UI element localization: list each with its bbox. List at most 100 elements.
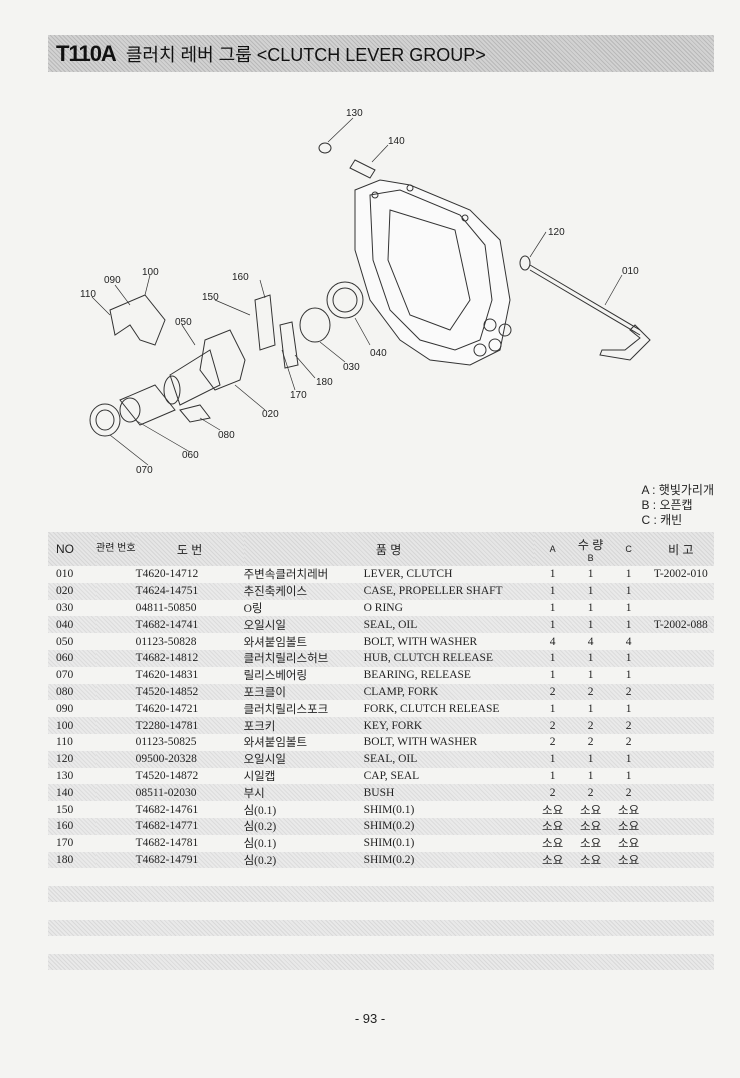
cell-a: 1	[533, 750, 572, 768]
cell-kr: 클러치릴리스허브	[243, 649, 364, 667]
cell-a: 소요	[533, 817, 572, 835]
callout-030: 030	[343, 362, 360, 373]
cell-kr: O링	[243, 602, 263, 615]
cell-part: T4682-14761	[135, 803, 199, 816]
cell-ref	[96, 750, 136, 768]
blank-row	[48, 920, 714, 936]
group-title: 클러치 레버 그룹 <CLUTCH LEVER GROUP>	[125, 44, 486, 65]
cell-kr: 포크클이	[243, 683, 364, 701]
cell-ref	[96, 734, 136, 751]
clutch-housing-drawing	[354, 179, 512, 366]
cell-ref	[96, 851, 136, 869]
title-bar: T110A 클러치 레버 그룹 <CLUTCH LEVER GROUP>	[48, 35, 714, 72]
cell-c: 1	[609, 750, 648, 768]
page-number: - 93 -	[354, 1011, 386, 1026]
cell-kr: 와셔붙임볼트	[243, 636, 308, 649]
cell-rem	[647, 683, 714, 701]
cell-part: T4620-14712	[135, 568, 199, 581]
cell-a: 2	[533, 784, 572, 802]
cell-b: 1	[587, 568, 594, 581]
cell-a: 1	[549, 669, 556, 682]
cell-ref	[96, 649, 136, 667]
cell-kr: 부시	[243, 784, 364, 802]
cell-ref	[96, 784, 136, 802]
cell-a: 소요	[542, 838, 564, 851]
cell-c: 1	[609, 582, 648, 600]
cell-rem: T-2002-088	[647, 616, 714, 634]
cell-a: 1	[549, 769, 556, 782]
cell-en: O RING	[363, 601, 403, 614]
cell-c: 소요	[618, 838, 640, 851]
cell-part: 08511-02030	[135, 784, 244, 802]
cell-part: T4520-14872	[135, 769, 199, 782]
cell-en: SEAL, OIL	[363, 616, 534, 634]
cell-rem	[647, 649, 714, 667]
cell-c: 1	[625, 702, 632, 715]
cell-rem: T-2002-010	[653, 568, 708, 581]
cell-ref	[96, 566, 136, 583]
cell-ref	[96, 835, 136, 852]
cell-en: SEAL, OIL	[363, 750, 534, 768]
header-part-name: 품 명	[243, 532, 534, 566]
cell-part: 01123-50825	[135, 736, 197, 749]
cell-a: 1	[533, 582, 572, 600]
cell-rem	[647, 582, 714, 600]
cell-b: 4	[587, 635, 594, 648]
cell-a: 소요	[542, 804, 564, 817]
cell-b: 소요	[580, 804, 602, 817]
header-remark: 비 고	[647, 532, 714, 566]
cell-no: 060	[48, 649, 96, 667]
cell-no: 140	[48, 784, 96, 802]
callout-060: 060	[182, 450, 199, 461]
header-qty-a: A	[533, 532, 572, 566]
cell-ref	[96, 667, 136, 684]
cell-no: 030	[56, 601, 74, 614]
callout-020: 020	[262, 409, 279, 420]
callout-010: 010	[622, 266, 639, 277]
cell-b: 1	[571, 750, 610, 768]
cell-kr: 클러치릴리스포크	[243, 703, 329, 716]
cell-ref	[96, 817, 136, 835]
cell-a: 4	[549, 635, 556, 648]
cell-c: 소요	[609, 817, 648, 835]
cell-ref	[96, 600, 136, 617]
cell-rem	[647, 784, 714, 802]
cell-en: BOLT, WITH WASHER	[363, 736, 478, 749]
cell-c: 1	[625, 601, 632, 614]
cell-rem	[647, 817, 714, 835]
cell-ref	[96, 683, 136, 701]
cell-b: 1	[571, 582, 610, 600]
cell-no: 090	[56, 702, 74, 715]
cell-a: 2	[533, 717, 572, 734]
cell-c: 4	[625, 635, 632, 648]
cell-kr: 심(0.2)	[243, 851, 364, 869]
cell-rem	[648, 633, 714, 650]
cell-no: 170	[56, 837, 74, 850]
cell-en: CAP, SEAL	[363, 769, 420, 782]
cell-part: 09500-20328	[135, 750, 244, 768]
cell-part: 04811-50850	[135, 601, 197, 614]
cell-no: 120	[48, 750, 96, 768]
cell-part: T4620-14721	[135, 702, 199, 715]
cell-c: 1	[625, 669, 632, 682]
cell-no: 150	[56, 803, 74, 816]
cell-kr: 오일시일	[243, 750, 364, 768]
cell-ref	[96, 616, 136, 634]
cell-kr: 포크키	[243, 717, 364, 734]
cell-b: 1	[587, 702, 594, 715]
cell-rem	[648, 700, 714, 717]
cell-no: 180	[48, 851, 96, 869]
cell-no: 020	[48, 582, 96, 600]
cell-a: 1	[533, 649, 572, 667]
cell-rem	[648, 768, 714, 785]
cell-part: T4624-14751	[135, 582, 244, 600]
